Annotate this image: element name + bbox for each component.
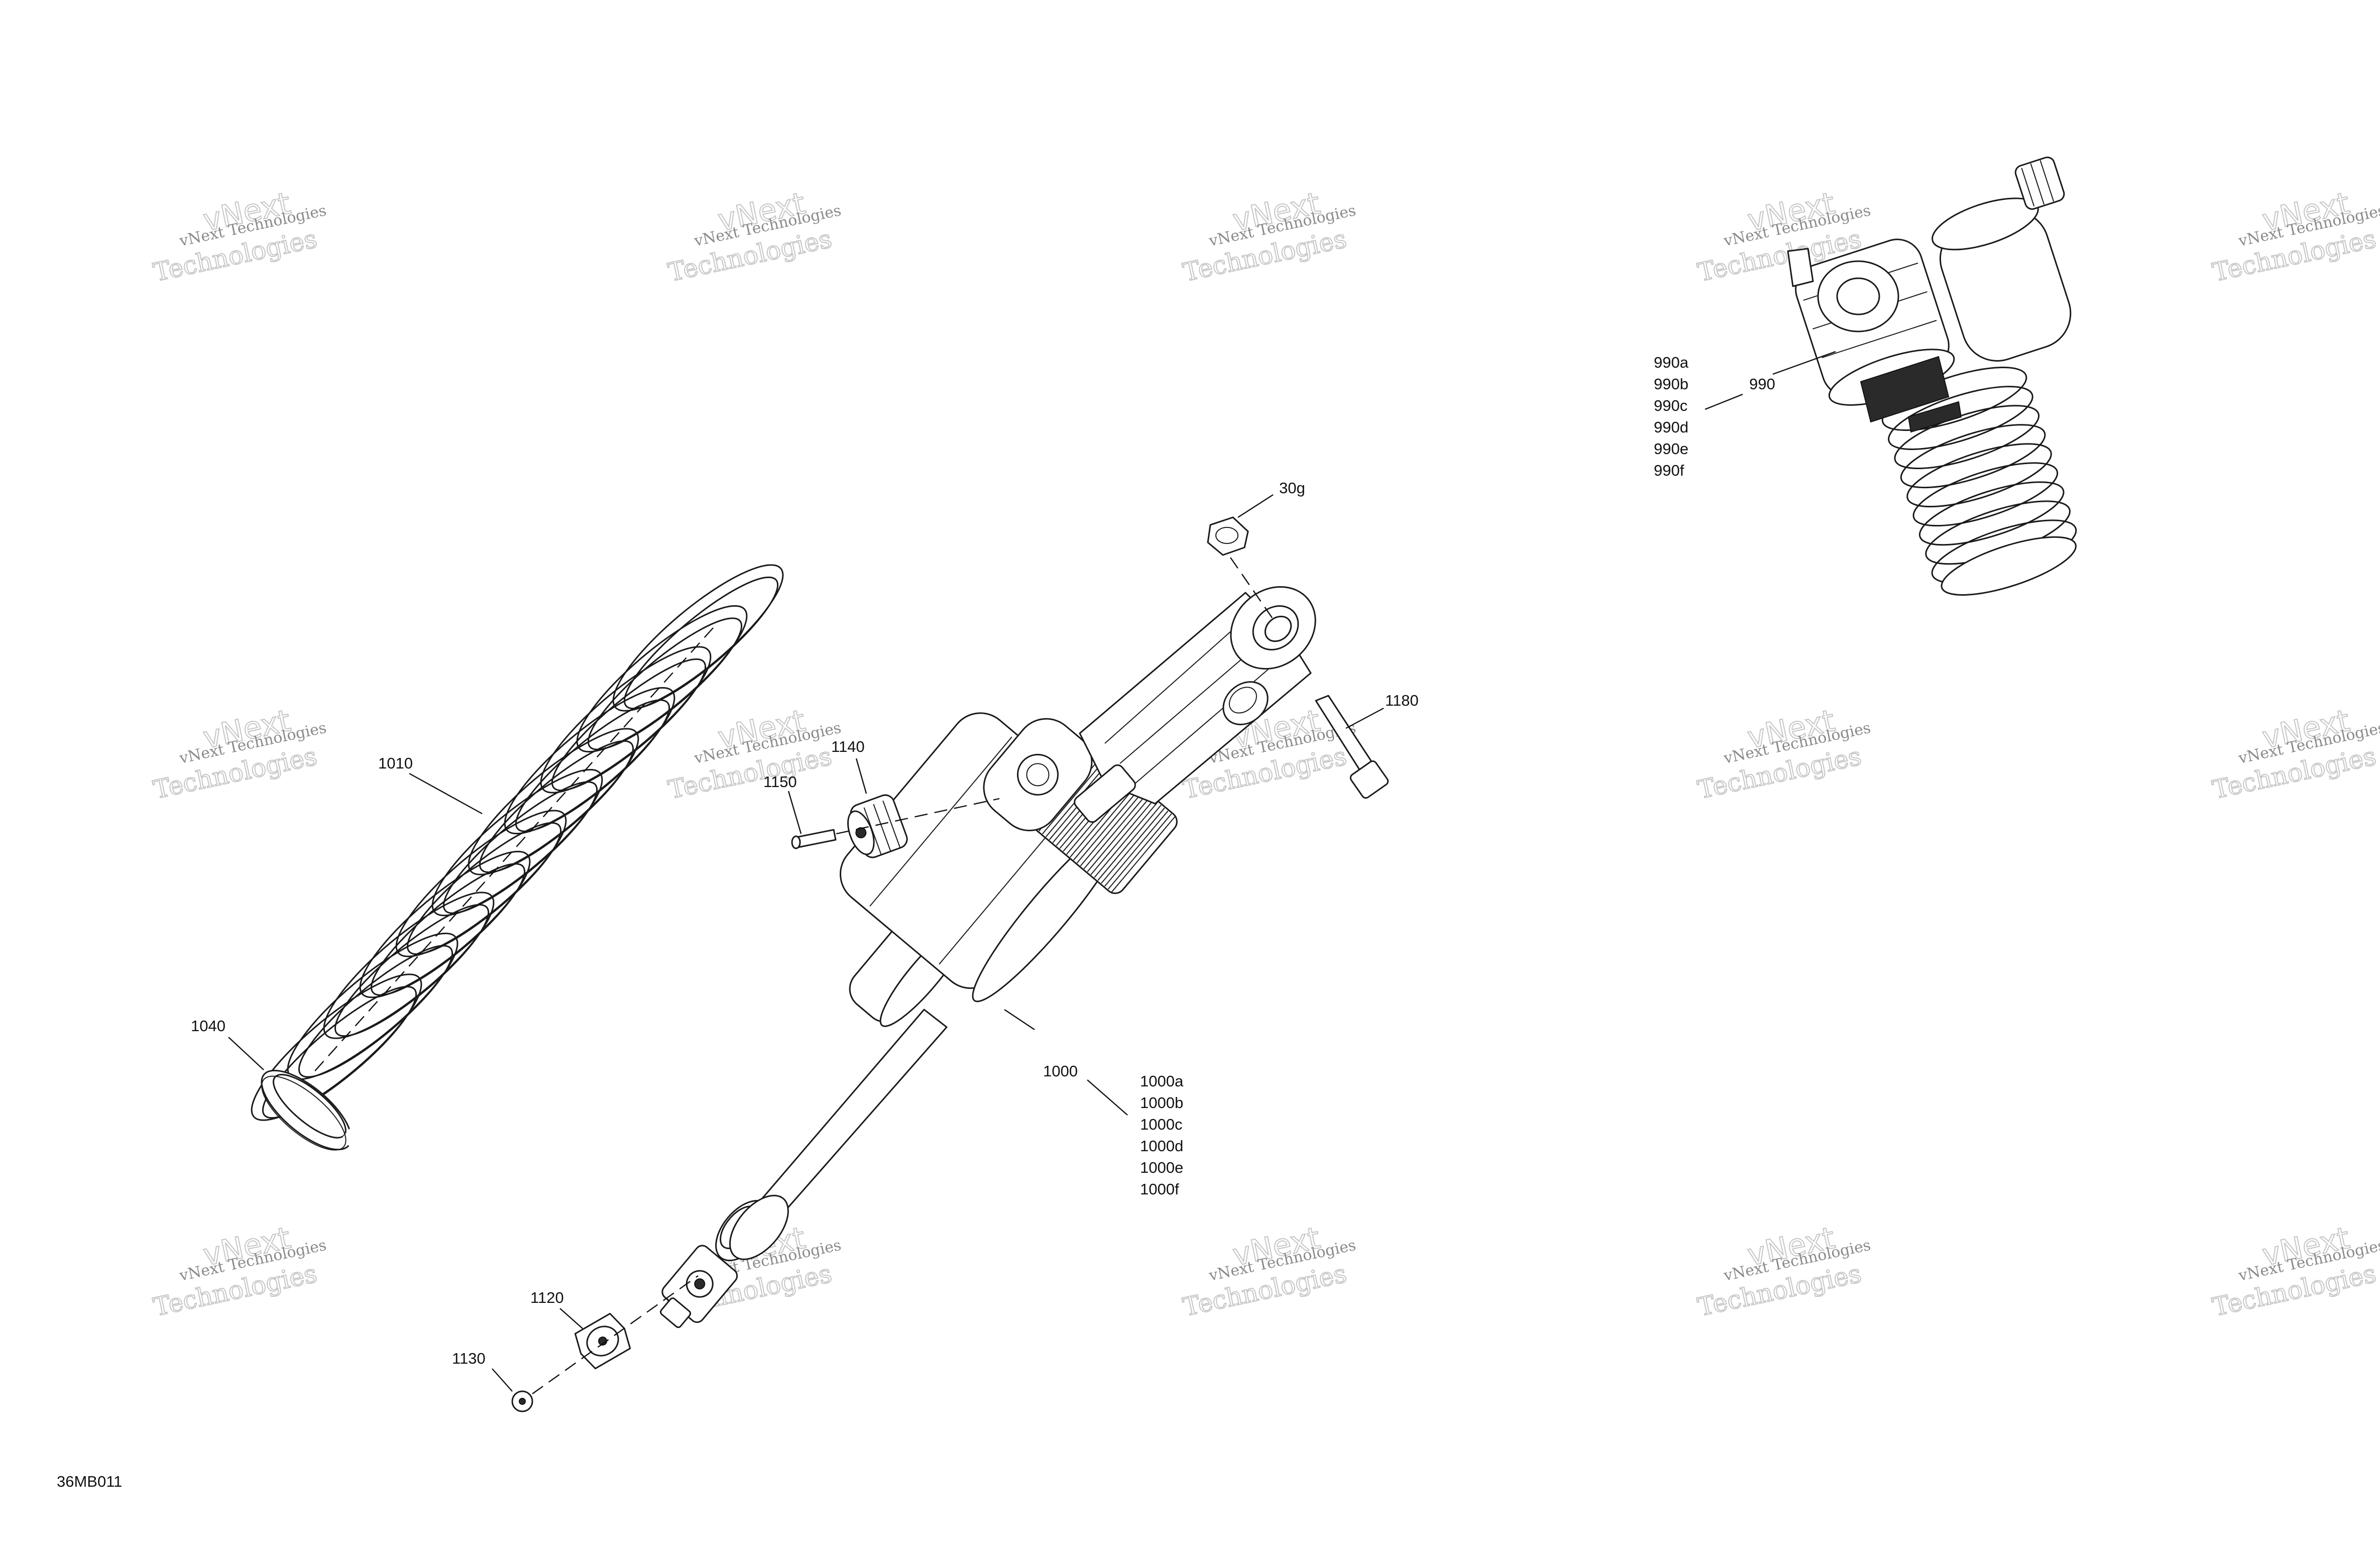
diagram-code: 36MB011 [57, 1473, 122, 1490]
variant-1000d: 1000d [1140, 1137, 1183, 1155]
shock-assembly-990 [1787, 156, 2077, 596]
nut-30g [1207, 516, 1276, 623]
callout-1180: 1180 [1385, 692, 1419, 709]
spring-1010 [251, 564, 784, 1121]
callout-1040: 1040 [191, 1017, 225, 1035]
variant-1000a: 1000a [1140, 1072, 1184, 1090]
callout-1010: 1010 [378, 754, 413, 772]
callout-30g: 30g [1279, 479, 1305, 497]
variant-1000b: 1000b [1140, 1094, 1183, 1112]
callout-1150: 1150 [763, 773, 797, 791]
variant-list-990: 990a 990b 990c 990d 990e 990f [1654, 354, 1689, 479]
callout-labels: 30g 1180 1140 1150 1010 1040 1000 1120 1… [57, 354, 1775, 1490]
callout-1000: 1000 [1043, 1062, 1078, 1080]
variant-1000f: 1000f [1140, 1180, 1179, 1198]
variant-990d: 990d [1654, 418, 1688, 436]
callout-1130: 1130 [452, 1350, 486, 1367]
variant-990f: 990f [1654, 462, 1684, 479]
variant-990c: 990c [1654, 397, 1687, 414]
screw-1150 [791, 798, 1000, 849]
variant-990b: 990b [1654, 375, 1688, 393]
callout-1120: 1120 [530, 1289, 564, 1306]
leader-lines [228, 351, 1836, 1392]
screw-1130 [511, 1275, 699, 1412]
callout-990: 990 [1749, 375, 1775, 393]
variant-990a: 990a [1654, 354, 1689, 371]
spring-seat-1040 [261, 1069, 365, 1151]
bolt-1180 [1315, 695, 1389, 799]
adjuster-knob-1140 [847, 794, 908, 858]
variant-990e: 990e [1654, 440, 1688, 458]
variant-1000c: 1000c [1140, 1116, 1182, 1133]
callout-1140: 1140 [831, 738, 865, 755]
variant-1000e: 1000e [1140, 1159, 1183, 1176]
shock-absorber-1000 [659, 586, 1316, 1329]
variant-list-1000: 1000a 1000b 1000c 1000d 1000e 1000f [1140, 1072, 1184, 1198]
adjuster-knob-1120 [574, 1312, 631, 1370]
